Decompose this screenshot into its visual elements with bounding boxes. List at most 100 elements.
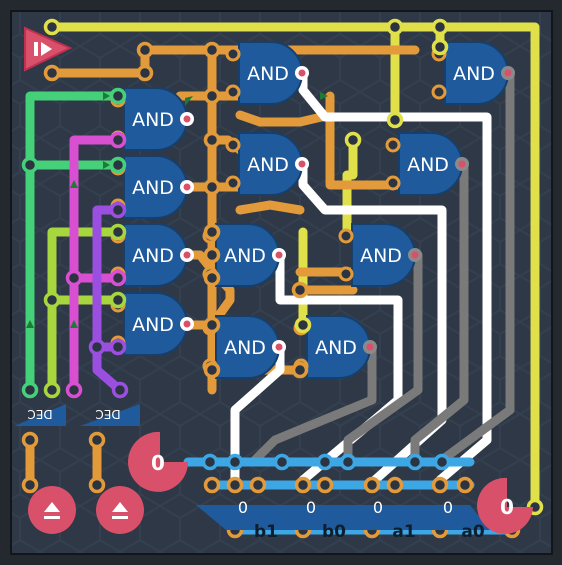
signal-arrows xyxy=(26,92,328,328)
out-b1-value: 0 xyxy=(238,498,248,517)
wire-junction[interactable] xyxy=(65,269,83,287)
out-b0-value: 0 xyxy=(306,498,316,517)
gate-output-dot xyxy=(183,251,191,259)
wire-junction[interactable] xyxy=(43,381,61,399)
wire-junction[interactable] xyxy=(294,316,312,334)
wire-junction[interactable] xyxy=(65,381,83,399)
wire-junction[interactable] xyxy=(43,18,61,36)
wire-junction[interactable] xyxy=(386,476,404,494)
wire-junction[interactable] xyxy=(43,64,61,82)
out-a1-value: 0 xyxy=(373,498,383,517)
gate-input-pin[interactable] xyxy=(225,137,241,153)
wire-junction[interactable] xyxy=(111,381,129,399)
output-value: 0 xyxy=(500,495,514,519)
gate-input-pin[interactable] xyxy=(338,228,354,244)
wire-junction[interactable] xyxy=(21,156,39,174)
wire-junction[interactable] xyxy=(433,453,451,471)
up-button-right[interactable] xyxy=(96,486,144,534)
wire-junction[interactable] xyxy=(203,41,221,59)
wire-junction[interactable] xyxy=(431,18,449,36)
wire-junction[interactable] xyxy=(431,476,449,494)
wire-junction[interactable] xyxy=(291,281,309,299)
wire-junction[interactable] xyxy=(203,87,221,105)
and-gate[interactable]: AND xyxy=(225,132,309,196)
wire-junction[interactable] xyxy=(109,131,127,149)
gate-output-dot xyxy=(275,343,283,351)
and-gate[interactable]: AND xyxy=(225,41,309,105)
gate-input-pin[interactable] xyxy=(225,84,241,100)
gate-input-pin[interactable] xyxy=(431,84,447,100)
and-gate[interactable]: AND xyxy=(110,155,194,219)
output-display[interactable]: 0 xyxy=(477,477,533,534)
and-gate[interactable]: AND xyxy=(110,87,194,151)
wire-junction[interactable] xyxy=(363,476,381,494)
and-gate-label: AND xyxy=(224,337,266,359)
decoder-right-label: DEC xyxy=(95,407,120,421)
and-gate[interactable]: AND xyxy=(431,41,515,105)
wire-junction[interactable] xyxy=(456,476,474,494)
wire-junction[interactable] xyxy=(21,431,39,449)
gate-input-pin[interactable] xyxy=(338,266,354,282)
wire-junction[interactable] xyxy=(203,178,221,196)
eject-icon xyxy=(44,502,60,519)
wire-junction[interactable] xyxy=(294,476,312,494)
wire-junction[interactable] xyxy=(226,476,244,494)
wire-junction[interactable] xyxy=(249,476,267,494)
decoder-left-label: DEC xyxy=(27,407,52,421)
wire-junction[interactable] xyxy=(88,338,106,356)
wire-junction[interactable] xyxy=(203,476,221,494)
wire-junction[interactable] xyxy=(344,131,362,149)
wire-junction[interactable] xyxy=(109,156,127,174)
up-button-left[interactable] xyxy=(28,486,76,534)
decoder-right[interactable]: DEC xyxy=(80,404,140,426)
gate-input-pin[interactable] xyxy=(225,175,241,191)
and-gate[interactable]: AND xyxy=(338,223,422,287)
wire-junction[interactable] xyxy=(291,361,309,379)
and-gate-label: AND xyxy=(132,245,174,267)
wire-junction[interactable] xyxy=(339,453,357,471)
wire-junction[interactable] xyxy=(203,223,221,241)
wire-junction[interactable] xyxy=(88,476,106,494)
wire-junction[interactable] xyxy=(88,431,106,449)
wire-junction[interactable] xyxy=(386,111,404,129)
clock-display[interactable]: 0 xyxy=(128,431,188,492)
and-gate[interactable]: AND xyxy=(385,132,469,196)
wire-junction[interactable] xyxy=(109,87,127,105)
wire-junction[interactable] xyxy=(273,453,291,471)
wire-junction[interactable] xyxy=(203,269,221,287)
wire-junction[interactable] xyxy=(136,41,154,59)
wire-junction[interactable] xyxy=(109,201,127,219)
and-gate-label: AND xyxy=(132,314,174,336)
gate-output-dot xyxy=(183,183,191,191)
wire-junction[interactable] xyxy=(109,338,127,356)
wire-junction[interactable] xyxy=(43,291,61,309)
gate-input-pin[interactable] xyxy=(385,137,401,153)
wire-junction[interactable] xyxy=(109,291,127,309)
gate-input-pin[interactable] xyxy=(225,46,241,62)
gate-input-pin[interactable] xyxy=(385,175,401,191)
decoder-left[interactable]: DEC xyxy=(14,404,66,426)
wire-junction[interactable] xyxy=(203,361,221,379)
input-flag[interactable] xyxy=(24,26,73,72)
output-register: 0 0 0 0 b1 b0 a1 a0 xyxy=(196,498,490,542)
wire-junction[interactable] xyxy=(109,223,127,241)
wire-junction[interactable] xyxy=(316,476,334,494)
wire-junction[interactable] xyxy=(21,381,39,399)
wire-junction[interactable] xyxy=(386,18,404,36)
wire-junction[interactable] xyxy=(203,246,221,264)
gate-output-dot xyxy=(366,343,374,351)
wire-junction[interactable] xyxy=(203,316,221,334)
and-gate[interactable]: AND xyxy=(110,292,194,356)
gate-output-dot xyxy=(298,160,306,168)
wire-junction[interactable] xyxy=(316,453,334,471)
wire-junction[interactable] xyxy=(201,453,219,471)
wire-junction[interactable] xyxy=(21,476,39,494)
out-b1-label: b1 xyxy=(254,522,278,542)
wire-junction[interactable] xyxy=(406,453,424,471)
wire-junction[interactable] xyxy=(226,453,244,471)
wire-junction[interactable] xyxy=(203,131,221,149)
wire-junction[interactable] xyxy=(431,38,449,56)
wire-junction[interactable] xyxy=(109,269,127,287)
wire-junction[interactable] xyxy=(136,64,154,82)
